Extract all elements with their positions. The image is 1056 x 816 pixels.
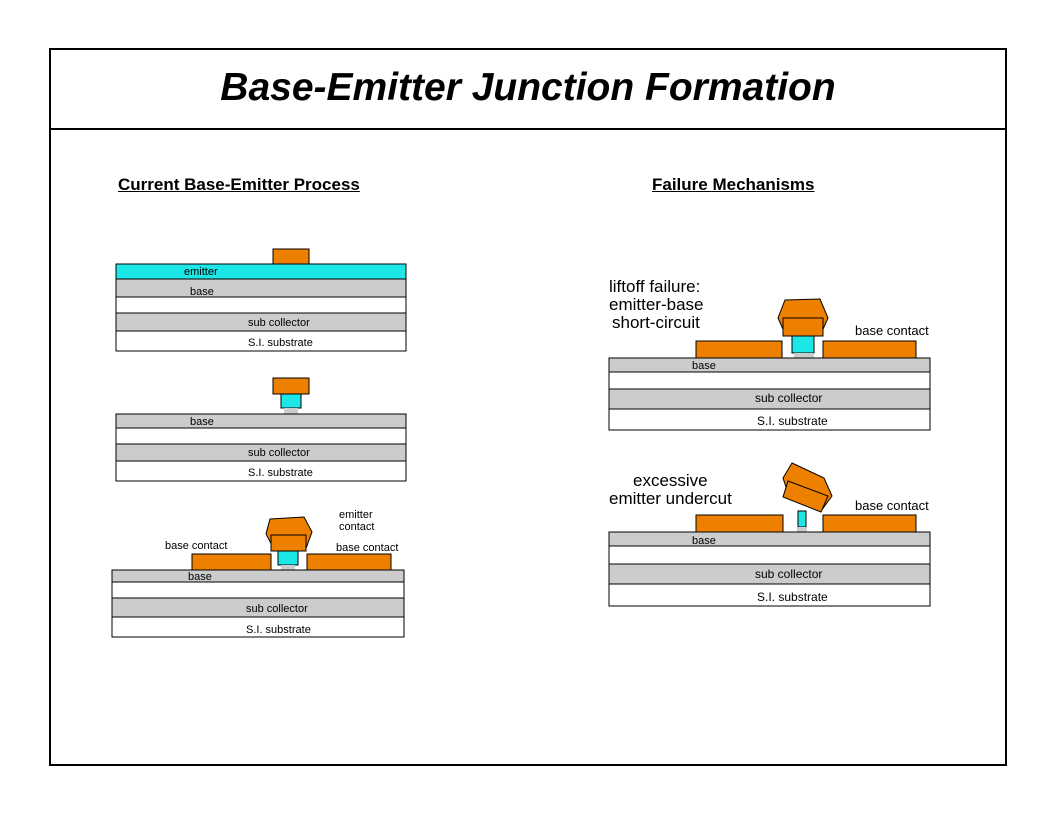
liftoff-label-1: liftoff failure: [609,277,700,296]
spacer-layer [115,296,407,314]
stack-emitter-deposition: emitter base sub collector S.I. substrat… [115,248,407,352]
substrate-layer [608,408,931,431]
base-label: base [190,416,214,428]
base-foot [797,527,807,532]
sub-collector-label: sub collector [248,317,310,329]
base-contact-label: base contact [855,323,929,338]
base-layer [115,413,407,429]
liftoff-label-3: short-circuit [612,313,700,332]
base-foot [281,565,295,570]
sub-collector-label: sub collector [246,603,308,615]
sub-collector-label: sub collector [248,447,310,459]
base-contact-right [306,553,392,571]
base-contact-label-right: base contact [336,542,398,554]
sub-collector-label: sub collector [755,391,822,405]
emitter-remnant [797,510,807,528]
sub-collector-label: sub collector [755,567,822,581]
spacer-layer [608,371,931,390]
emitter-contact-inner [782,317,824,337]
emitter-cap [272,248,310,265]
emitter-label: emitter [184,266,218,278]
title-bar: Base-Emitter Junction Formation [51,50,1005,130]
base-contact-label: base contact [855,498,929,513]
emitter-layer [115,263,407,280]
stack-liftoff-failure: liftoff failure: emitter-base short-circ… [608,277,931,431]
emitter-contact-inner [270,534,307,552]
spacer-layer [115,427,407,445]
stack-excessive-undercut: excessive emitter undercut base contact … [608,462,931,607]
undercut-label-2: emitter undercut [609,489,732,508]
substrate-layer [608,583,931,607]
base-layer [608,531,931,547]
emitter-contact-label-1: emitter [339,509,373,521]
base-contact-label-left: base contact [165,540,227,552]
emitter-contact-label-2: contact [339,521,374,533]
heading-current-process: Current Base-Emitter Process [118,175,360,194]
emitter-mesa [277,550,299,566]
stack-base-contacts: base contact base contact emitter contac… [111,509,405,638]
stack-emitter-etch: base sub collector S.I. substrate [115,377,407,482]
base-label: base [692,535,716,547]
liftoff-label-2: emitter-base [609,295,703,314]
substrate-label: S.I. substrate [248,467,313,479]
undercut-label-1: excessive [633,471,708,490]
base-foot [794,353,814,358]
substrate-label: S.I. substrate [757,590,828,604]
spacer-layer [111,581,405,599]
slide-frame: Base-Emitter Junction Formation [49,48,1007,766]
substrate-label: S.I. substrate [246,624,311,636]
base-label: base [190,286,214,298]
substrate-layer [115,460,407,482]
base-contact-left [695,340,783,359]
substrate-layer [111,616,405,638]
page-title: Base-Emitter Junction Formation [220,66,836,109]
spacer-layer [608,545,931,565]
emitter-cap [272,377,310,395]
substrate-label: S.I. substrate [757,414,828,428]
substrate-layer [115,330,407,352]
base-layer [111,569,405,583]
base-contact-left [695,514,784,533]
base-layer [115,278,407,298]
base-foot [284,408,298,414]
base-contact-right [822,340,917,359]
base-label: base [692,360,716,372]
base-contact-left [191,553,272,571]
substrate-label: S.I. substrate [248,337,313,349]
base-layer [608,357,931,373]
base-label: base [188,571,212,583]
tilted-emitter-inner [782,480,829,513]
base-contact-right [822,514,917,533]
emitter-mesa [280,393,302,409]
heading-failure-mechanisms: Failure Mechanisms [652,175,815,194]
emitter-mesa [791,335,815,354]
